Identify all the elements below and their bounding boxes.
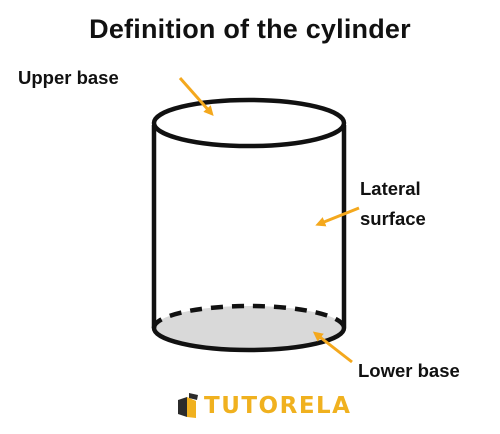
lower-base-fill xyxy=(154,306,344,350)
brand-name: TUTORELA xyxy=(204,393,352,419)
lateral-surface-arrow xyxy=(315,206,360,227)
lateral-surface-label-line1: Lateral xyxy=(360,178,421,199)
tutorela-logo-icon xyxy=(178,393,198,418)
lateral-surface-label-line2: surface xyxy=(360,208,426,229)
upper-base-label: Upper base xyxy=(18,67,119,88)
lower-base-front-edge xyxy=(151,327,347,353)
lower-base-label: Lower base xyxy=(358,360,460,381)
diagram-title: Definition of the cylinder xyxy=(89,14,411,44)
lateral-surface-label: Lateral surface xyxy=(360,174,426,234)
upper-base-ellipse xyxy=(151,97,347,149)
upper-base-arrow xyxy=(178,77,214,116)
lower-base-arrow xyxy=(312,331,353,364)
brand-logo: TUTORELA xyxy=(176,392,351,420)
